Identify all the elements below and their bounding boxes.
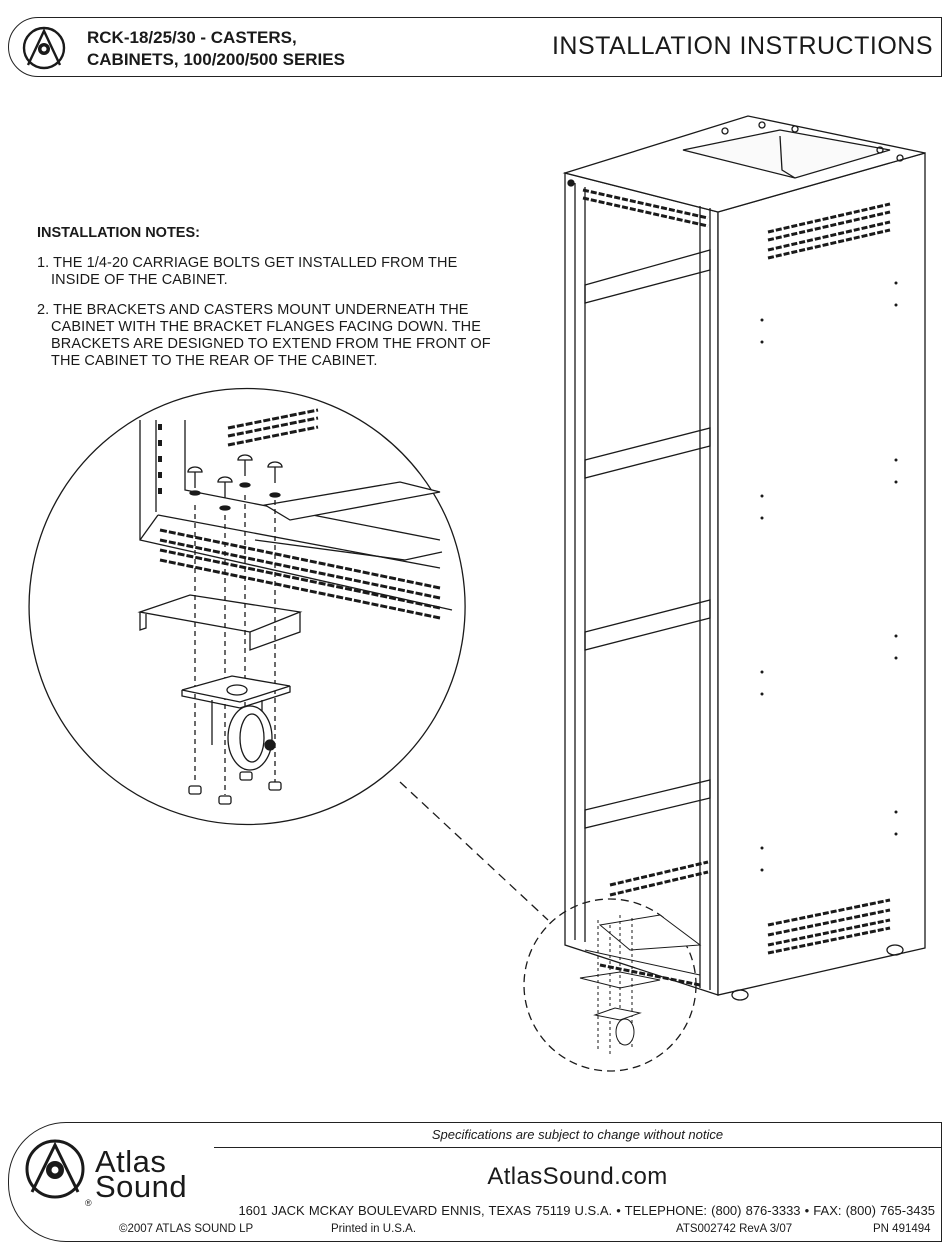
printed-in: Printed in U.S.A. bbox=[331, 1223, 417, 1235]
website-link[interactable]: AtlasSound.com bbox=[487, 1163, 668, 1190]
carriage-bolts bbox=[187, 454, 283, 511]
detail-enlarged-view bbox=[28, 387, 466, 826]
caster bbox=[181, 675, 291, 771]
installation-notes: INSTALLATION NOTES: 1. THE 1/4-20 CARRIA… bbox=[37, 225, 507, 383]
document-footer: Specifications are subject to change wit… bbox=[8, 1122, 942, 1242]
part-number: PN 491494 bbox=[873, 1223, 931, 1235]
spec-notice: Specifications are subject to change wit… bbox=[431, 1127, 724, 1142]
footer-divider bbox=[214, 1147, 941, 1148]
product-title-line2: CABINETS, 100/200/500 SERIES bbox=[87, 50, 345, 69]
cabinet-drawing bbox=[562, 115, 926, 1001]
notes-heading: INSTALLATION NOTES: bbox=[37, 225, 200, 241]
detail-marker-circle bbox=[523, 898, 697, 1072]
product-title: RCK-18/25/30 - CASTERS, CABINETS, 100/20… bbox=[87, 27, 345, 71]
product-title-line1: RCK-18/25/30 - CASTERS, bbox=[87, 28, 297, 47]
detail-leader-line bbox=[399, 781, 549, 921]
copyright: ©2007 ATLAS SOUND LP bbox=[119, 1223, 254, 1235]
atlas-logo-icon bbox=[22, 26, 66, 70]
brand-name-sound: Sound bbox=[95, 1169, 188, 1204]
registered-mark: ® bbox=[85, 1198, 92, 1208]
document-number: ATS002742 RevA 3/07 bbox=[676, 1223, 793, 1235]
document-type: INSTALLATION INSTRUCTIONS bbox=[551, 32, 933, 60]
document-header: RCK-18/25/30 - CASTERS, CABINETS, 100/20… bbox=[8, 17, 942, 77]
note-item: 1. THE 1/4-20 CARRIAGE BOLTS GET INSTALL… bbox=[37, 255, 458, 288]
atlas-sound-logo-icon bbox=[25, 1139, 85, 1199]
brand-name-atlas: Atlas bbox=[95, 1144, 167, 1179]
company-address: 1601 JACK MCKAY BOULEVARD ENNIS, TEXAS 7… bbox=[238, 1203, 935, 1218]
hex-nuts bbox=[188, 771, 282, 805]
small-detail-contents bbox=[579, 914, 702, 1055]
note-item: 2. THE BRACKETS AND CASTERS MOUNT UNDERN… bbox=[37, 302, 491, 369]
